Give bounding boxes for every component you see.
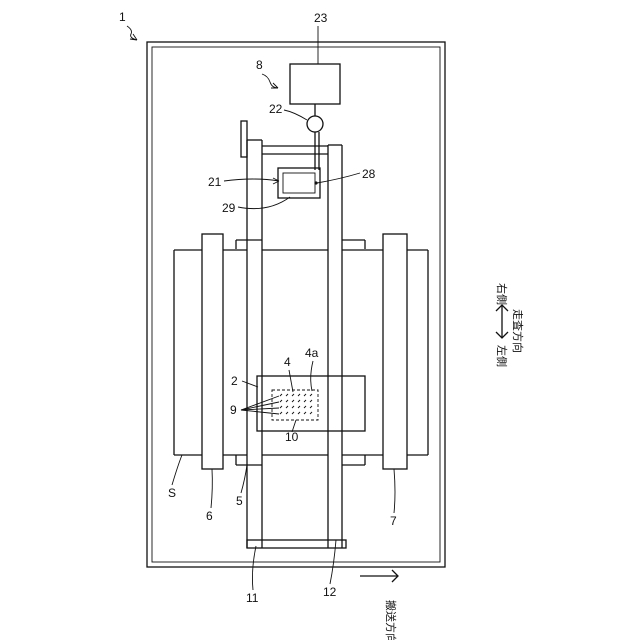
nozzle [292,412,294,414]
label-rail-left: 11 [246,591,259,605]
nozzle [298,412,300,414]
nozzle [286,406,288,408]
label-sheet: S [168,486,176,500]
label-roller-left: 6 [206,509,213,523]
nozzle [286,394,288,396]
leader-mark [238,197,290,209]
leader-sheet [172,455,182,485]
control-unit [278,168,320,198]
nozzle [298,400,300,402]
nozzle [304,400,306,402]
leader-unit [224,178,279,184]
label-frame: 1 [119,10,126,24]
leader-sensor [317,173,360,183]
label-sensor: 28 [362,167,376,181]
rail-left [247,140,262,548]
leader-roller-left [211,469,212,508]
nozzle-grid [280,394,312,414]
nozzle [280,394,282,396]
transport-direction-label: 搬送方向 [384,600,398,640]
nozzle [310,394,312,396]
roller-right [383,234,407,469]
leader-rail-left [252,546,256,590]
nozzle [304,394,306,396]
transport-arrow [360,570,398,582]
label-carriage: 2 [231,374,238,388]
nozzle [280,406,282,408]
leader-frame [127,26,137,40]
leader-carriage [242,381,258,387]
nozzle [310,400,312,402]
nozzle [310,406,312,408]
scan-direction-label: 走査方向 [511,309,525,353]
nozzle [286,412,288,414]
nozzle [304,412,306,414]
valve [307,116,323,132]
nozzle [292,406,294,408]
right-side-label: 右側 [495,283,509,305]
label-rail-right: 12 [323,585,337,599]
label-nozzles: 9 [230,403,237,417]
leader-printer [262,74,278,88]
leader-head [289,370,293,392]
leader-guide [241,465,247,493]
nozzle [304,406,306,408]
control-unit-inner [283,173,315,193]
label-head: 4 [284,355,291,369]
nozzle [280,412,282,414]
top-crossbar [262,146,328,154]
label-unit: 21 [208,175,222,189]
label-roller-right: 7 [390,514,397,528]
nozzle [292,394,294,396]
side-arrow [496,305,508,338]
nozzle [286,400,288,402]
label-nozzle-row: 4a [305,346,319,360]
sheet [174,250,428,455]
label-mark: 29 [222,201,236,215]
roller-left [202,234,223,469]
bracket [241,121,247,157]
housing [147,42,445,567]
rail-right [328,145,342,548]
label-printer: 8 [256,58,263,72]
label-region: 10 [285,430,299,444]
ink-tank [290,64,340,104]
nozzle [280,400,282,402]
nozzle [310,412,312,414]
leader-valve [284,110,307,120]
label-tank: 23 [314,11,328,25]
left-side-label: 左側 [495,345,508,367]
label-valve: 22 [269,102,283,116]
label-guide: 5 [236,494,243,508]
leader-roller-right [394,469,395,513]
nozzle [298,406,300,408]
nozzle [298,394,300,396]
nozzle [292,400,294,402]
